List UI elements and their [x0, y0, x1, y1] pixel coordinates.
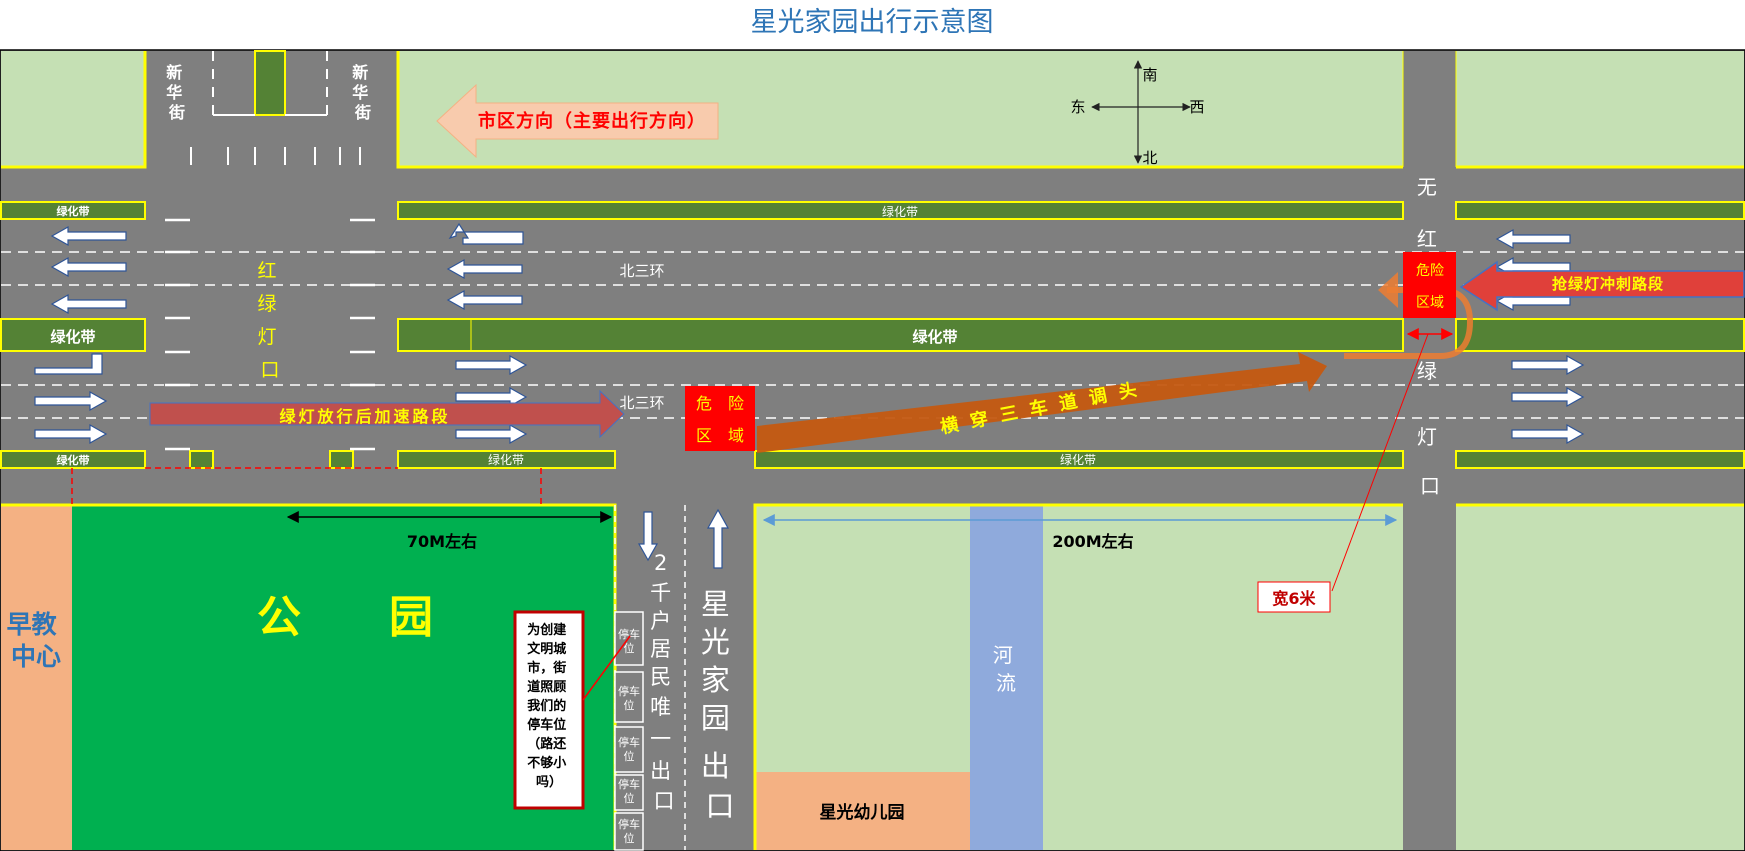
greenbelt-label-4: 绿化带: [912, 328, 957, 346]
city-direction-arrow: [436, 83, 719, 159]
river-label: 河 流: [993, 643, 1019, 695]
greenbelt-main-middle: [397, 318, 1404, 352]
compass-west: 西: [1189, 98, 1204, 116]
greenbelt-label-5: 绿化带: [57, 453, 90, 467]
width-label: 宽6米: [1272, 589, 1316, 608]
field-top-left: [1, 51, 145, 167]
greenbelt-right-top: [1455, 201, 1745, 220]
greenbelt-bottom-left: [397, 450, 616, 469]
page-title: 星光家园出行示意图: [751, 7, 994, 38]
early-edu-area: [1, 505, 72, 850]
exit-label: 星 光 家 园 出 口: [701, 587, 739, 823]
note-box: [513, 610, 585, 810]
field-bottom-right: [1456, 505, 1744, 850]
greenbelt-label-6: 绿化带: [488, 452, 524, 467]
river-area: [970, 505, 1043, 850]
greenbelt-left-middle: [0, 318, 146, 352]
danger-left-line2: 区 域: [696, 426, 744, 445]
parking-label-4: 停车位: [618, 777, 640, 805]
left-signal-label: 红 绿 灯 口: [257, 260, 282, 381]
parking-spots: [614, 611, 644, 851]
xinhua-label-right: 新 华 街: [352, 63, 374, 122]
greenbelt-label-3: 绿化带: [50, 328, 95, 346]
danger-zone-right: [1403, 252, 1456, 318]
greenbelt-label-1: 绿化带: [57, 204, 90, 218]
early-edu-label: 早教 中心: [7, 610, 66, 671]
parking-label-1: 停车位: [618, 627, 640, 655]
parking-label-5: 停车位: [618, 817, 640, 845]
rush-arrow: [1459, 260, 1745, 312]
accelerate-arrow: [149, 389, 625, 439]
danger-zone-left: [685, 386, 755, 451]
lane-arrows: [34, 222, 1585, 569]
park-label: 公 园: [257, 592, 433, 643]
greenbelt-right-bottom: [1455, 450, 1745, 469]
greenbelt-bottom-main: [754, 450, 1404, 469]
width-label-box: [1257, 581, 1331, 613]
kindergarten-label: 星光幼儿园: [820, 802, 905, 823]
compass-north: 北: [1142, 149, 1157, 167]
distance-70m-label: 70M左右: [407, 532, 477, 551]
parking-label-3: 停车位: [618, 735, 640, 763]
right-signal-label: 无 红 绿 灯 口: [1417, 175, 1443, 498]
greenbelt-left-bottom: [0, 450, 146, 469]
parking-label-2: 停车位: [618, 684, 640, 712]
distance-200m-label: 200M左右: [1052, 532, 1133, 551]
accelerate-label: 绿灯放行后加速路段: [279, 407, 450, 426]
danger-right-line1: 危险: [1416, 263, 1444, 279]
greenbelt-right-middle: [1455, 318, 1745, 352]
danger-left-line1: 危 险: [696, 394, 744, 413]
compass-south: 南: [1142, 66, 1157, 84]
xinhua-label-left: 新 华 街: [166, 63, 188, 122]
beisanhuan-lower: 北三环: [619, 394, 664, 412]
uturn-arrow: [757, 352, 1327, 453]
compass-east: 东: [1070, 98, 1085, 116]
xinhua-median: [254, 50, 286, 116]
danger-right-line2: 区域: [1416, 295, 1444, 311]
greenbelt-left-top: [0, 201, 146, 220]
field-top-right: [1456, 51, 1744, 167]
compass: [1091, 60, 1191, 164]
greenbelt-label-2: 绿化带: [882, 204, 918, 219]
kindergarten-area: [755, 772, 970, 850]
greenbelt-main-top: [397, 201, 1404, 220]
rush-label: 抢绿灯冲刺路段: [1552, 275, 1664, 293]
residents-exit-label: 2 千 户 居 民 唯 一 出 口: [650, 551, 678, 813]
beisanhuan-upper: 北三环: [619, 262, 664, 280]
city-direction-label: 市区方向（主要出行方向）: [478, 110, 706, 132]
greenbelt-label-7: 绿化带: [1060, 452, 1096, 467]
note-text: 为创建 文明城 市，街 道照顾 我们的 停车位 （路还 不够小 吗）: [527, 622, 571, 790]
